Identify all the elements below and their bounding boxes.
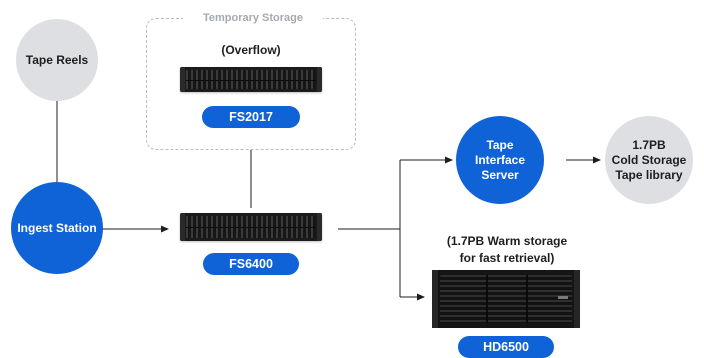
tape-reels-label: Tape Reels bbox=[25, 52, 89, 67]
fs6400-badge: FS6400 bbox=[203, 253, 299, 275]
ingest-station-node: Ingest Station bbox=[11, 182, 103, 274]
tape-interface-server-node: Tape Interface Server bbox=[456, 116, 544, 204]
cold-storage-type: Tape library bbox=[615, 167, 683, 182]
warm-storage-caption-line2: for fast retrieval) bbox=[459, 251, 555, 265]
cold-storage-capacity: 1.7PB bbox=[632, 137, 666, 152]
cold-storage-node: 1.7PB Cold Storage Tape library bbox=[605, 116, 693, 204]
cold-storage-title: Cold Storage bbox=[611, 152, 687, 167]
fs6400-server-image bbox=[180, 213, 322, 241]
ingest-station-label: Ingest Station bbox=[17, 220, 97, 235]
tape-interface-server-label: Tape Interface Server bbox=[474, 137, 526, 182]
tape-reels-node: Tape Reels bbox=[16, 19, 98, 101]
fs2017-badge: FS2017 bbox=[202, 106, 300, 128]
hd6500-label: HD6500 bbox=[483, 340, 529, 354]
warm-storage-caption-line1: (1.7PB Warm storage bbox=[446, 234, 568, 248]
temporary-storage-label: Temporary Storage bbox=[183, 10, 323, 26]
warm-storage-caption: (1.7PB Warm storage for fast retrieval) bbox=[436, 233, 578, 267]
fs2017-label: FS2017 bbox=[229, 110, 273, 124]
fs6400-label: FS6400 bbox=[229, 257, 273, 271]
fs2017-server-image bbox=[180, 67, 322, 92]
overflow-caption: (Overflow) bbox=[221, 43, 281, 57]
hd6500-server-image bbox=[432, 270, 580, 328]
hd6500-badge: HD6500 bbox=[458, 336, 554, 358]
